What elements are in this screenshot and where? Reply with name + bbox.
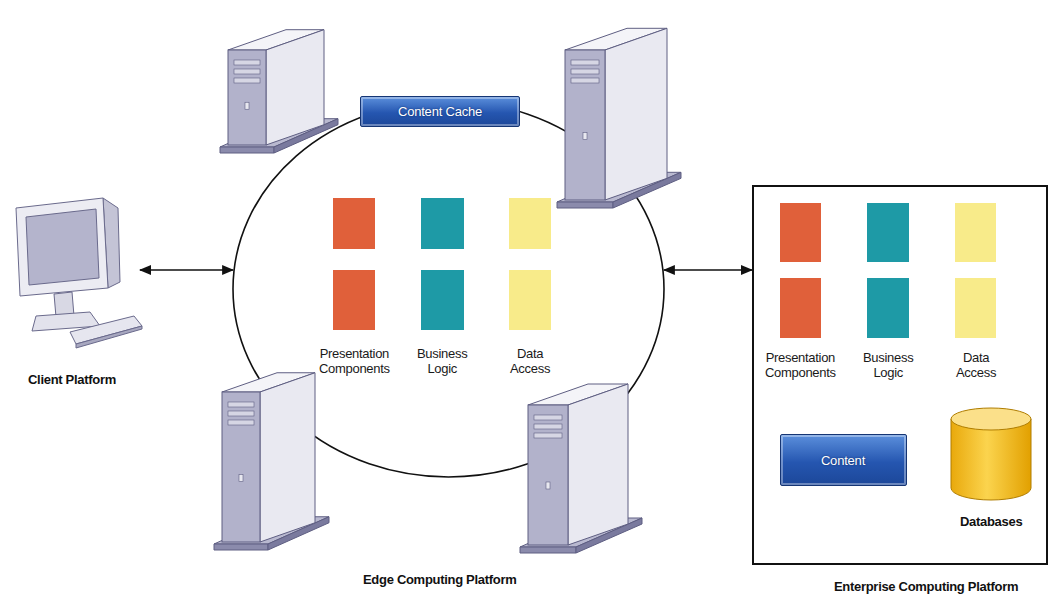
node-label: Content Cache xyxy=(398,104,482,119)
drive-bay xyxy=(234,78,260,83)
server-front xyxy=(528,405,568,545)
column-label: Business Logic xyxy=(863,350,913,380)
server-base-edge xyxy=(220,147,274,153)
drive-bay xyxy=(571,69,599,74)
drive-bay xyxy=(571,60,599,65)
logic-block xyxy=(867,278,909,338)
monitor-screen xyxy=(26,209,99,285)
server-base-edge xyxy=(214,544,268,550)
double-arrow xyxy=(664,269,752,271)
server-tower xyxy=(520,384,642,553)
power-light xyxy=(583,133,587,140)
node-label: Enterprise Computing Platform xyxy=(834,579,1018,594)
node-label: Edge Computing Platform xyxy=(363,572,516,587)
drive-bay xyxy=(571,78,599,83)
presentation-block xyxy=(333,270,375,330)
server-front xyxy=(565,50,605,200)
database-body xyxy=(951,419,1031,500)
node-label: Client Platform xyxy=(28,372,116,387)
drive-bay xyxy=(228,402,254,407)
data-block xyxy=(509,270,551,330)
server-base-edge xyxy=(520,547,576,553)
power-light xyxy=(239,475,243,482)
server-side xyxy=(605,28,667,200)
server-tower xyxy=(214,373,329,550)
drive-bay xyxy=(228,420,254,425)
server-front xyxy=(228,50,266,145)
presentation-block xyxy=(780,203,821,262)
edge-blocks xyxy=(333,198,551,330)
data-block xyxy=(509,198,551,249)
column-label: Data Access xyxy=(956,350,996,380)
server-side xyxy=(266,30,324,145)
server-tower xyxy=(557,28,681,208)
power-light xyxy=(546,482,550,489)
double-arrow xyxy=(140,269,233,271)
data-block xyxy=(955,203,996,262)
drive-bay xyxy=(234,60,260,65)
logic-block xyxy=(421,198,464,249)
node-label: Databases xyxy=(960,514,1022,529)
column-label: Presentation Components xyxy=(765,350,836,380)
server-side xyxy=(568,384,628,545)
server-tower xyxy=(220,30,338,153)
database-top xyxy=(951,408,1031,430)
node-label: Content xyxy=(821,453,865,468)
edge-platform: Edge Computing PlatformContent Cache xyxy=(232,100,665,478)
logic-block xyxy=(421,270,464,330)
logic-block xyxy=(867,203,909,262)
content-cache-box: Content Cache xyxy=(360,96,520,127)
drive-bay xyxy=(234,69,260,74)
power-light xyxy=(245,102,249,109)
drive-bay xyxy=(534,415,562,420)
server-side xyxy=(260,373,315,542)
content-box: Content xyxy=(780,434,907,486)
drive-bay xyxy=(228,411,254,416)
column-label: Data Access xyxy=(510,346,550,376)
drive-bay xyxy=(534,424,562,429)
server-base-edge xyxy=(557,202,613,208)
keyboard-edge xyxy=(76,326,142,348)
presentation-block xyxy=(333,198,375,249)
enterprise-blocks xyxy=(780,203,996,338)
server-front xyxy=(222,392,260,542)
drive-bay xyxy=(534,433,562,438)
column-label: Presentation Components xyxy=(319,346,390,376)
client-platform: Client Platform xyxy=(8,190,140,400)
data-block xyxy=(955,278,996,338)
column-label: Business Logic xyxy=(417,346,467,376)
database-shape xyxy=(950,407,1032,502)
presentation-block xyxy=(780,278,821,338)
monitor-icon xyxy=(8,190,148,360)
monitor-frame xyxy=(16,198,108,296)
database-cylinder: Databases xyxy=(950,407,1032,502)
